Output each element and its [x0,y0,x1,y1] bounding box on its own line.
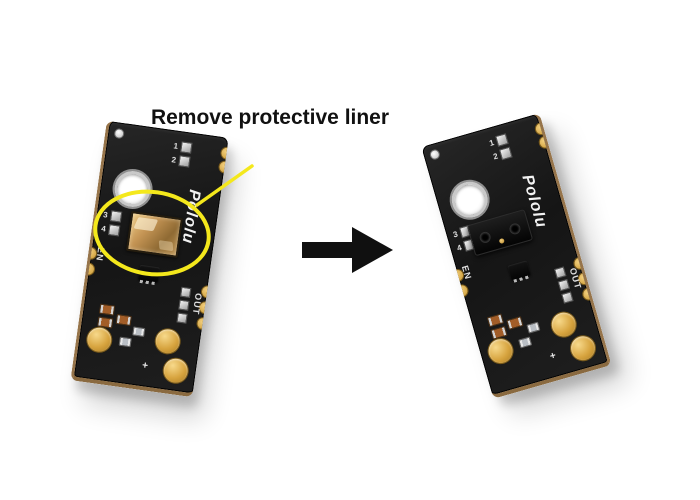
pin-label-3: 3 [452,229,459,240]
solder-pad [499,146,513,161]
castellated-pad [538,135,553,149]
resistor [97,316,114,329]
small-mounting-hole [113,127,125,140]
pin-label-3: 3 [102,210,109,220]
large-mounting-hole [447,177,492,222]
pin-label-4: 4 [455,243,463,253]
resistor [115,314,132,327]
castellated-pad [581,287,596,301]
castellated-pad [220,147,229,160]
left-board: 1 2 3 4 EN Pololu [70,120,229,398]
gold-through-hole [485,336,516,366]
out-pads [176,286,192,324]
regulator-ic [138,264,160,283]
castellated-pad [196,317,210,330]
solder-pad [178,155,191,168]
gold-through-hole [568,333,598,364]
remove-liner-annotation: Remove protective liner [150,106,390,129]
solder-pad [557,278,571,292]
castellated-pad [534,121,549,136]
sensor-with-protective-liner [125,211,183,258]
sensor-gold-dot [498,237,505,245]
gold-through-hole [548,309,579,340]
castellated-pad [82,262,95,276]
right-board: 1 2 3 4 EN Pololu [421,113,612,399]
resistor [490,325,508,340]
pin-label-1: 1 [172,141,179,151]
out-pin-label: OUT [567,266,584,291]
solder-pad [107,224,121,237]
large-mounting-hole [112,168,153,210]
gold-through-hole [162,357,190,385]
pin-block-1-2: 1 2 [168,140,193,171]
solder-pad [554,266,567,279]
resistor [486,313,504,328]
solder-pad [495,133,509,147]
solder-pad [561,291,574,304]
resistor [98,303,116,316]
liner-sheen [133,217,159,232]
pin-row: 4 [98,223,121,237]
solder-pad [180,286,192,299]
regulator-ic [507,260,531,281]
brand-silkscreen: Pololu [178,188,204,246]
solder-pad [180,141,193,154]
pin-row: 2 [489,146,513,163]
sensor-receiver-lens [508,222,522,236]
liner-sheen [158,240,174,252]
gold-through-hole [85,326,113,354]
solder-pad [178,299,190,311]
capacitor [132,326,146,338]
plus-silkscreen: + [141,360,149,372]
castellated-pad [455,284,469,298]
gold-through-hole [154,327,182,355]
pin-label-2: 2 [492,151,499,162]
pin-label-1: 1 [488,138,496,148]
pin-label-2: 2 [170,155,177,165]
sensor-emitter-lens [478,230,492,245]
pin-label-4: 4 [100,224,107,234]
enable-pin-label: EN [94,246,107,263]
capacitor [518,336,533,349]
plus-silkscreen: + [548,350,558,363]
small-mounting-hole [428,148,442,161]
solder-pad [176,312,188,324]
capacitor [526,321,541,334]
pin-block-1-2: 1 2 [486,133,514,166]
pin-row: 2 [168,154,191,168]
capacitor [118,336,132,348]
castellated-pad [218,160,229,174]
solder-pad [109,210,123,223]
pin-row: 1 [170,140,193,154]
pin-block-3-4: 3 4 [98,209,123,240]
pin-row: 3 [100,209,123,223]
resistor [506,316,524,330]
right-arrow-icon [302,227,393,273]
